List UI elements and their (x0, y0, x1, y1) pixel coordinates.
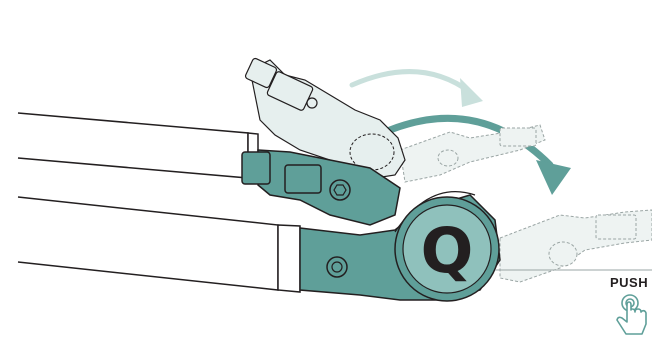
q-logo-letter: Q (421, 214, 474, 287)
q-logo-cap: Q (395, 197, 499, 301)
hand-push-icon (617, 295, 646, 334)
curved-arrow-icon (352, 72, 483, 107)
rod-lower (18, 197, 300, 292)
push-label: PUSH (610, 275, 648, 290)
ghost-lever-lower (500, 210, 652, 282)
ghost-lever-upper (400, 125, 545, 182)
rod-upper (18, 113, 258, 178)
